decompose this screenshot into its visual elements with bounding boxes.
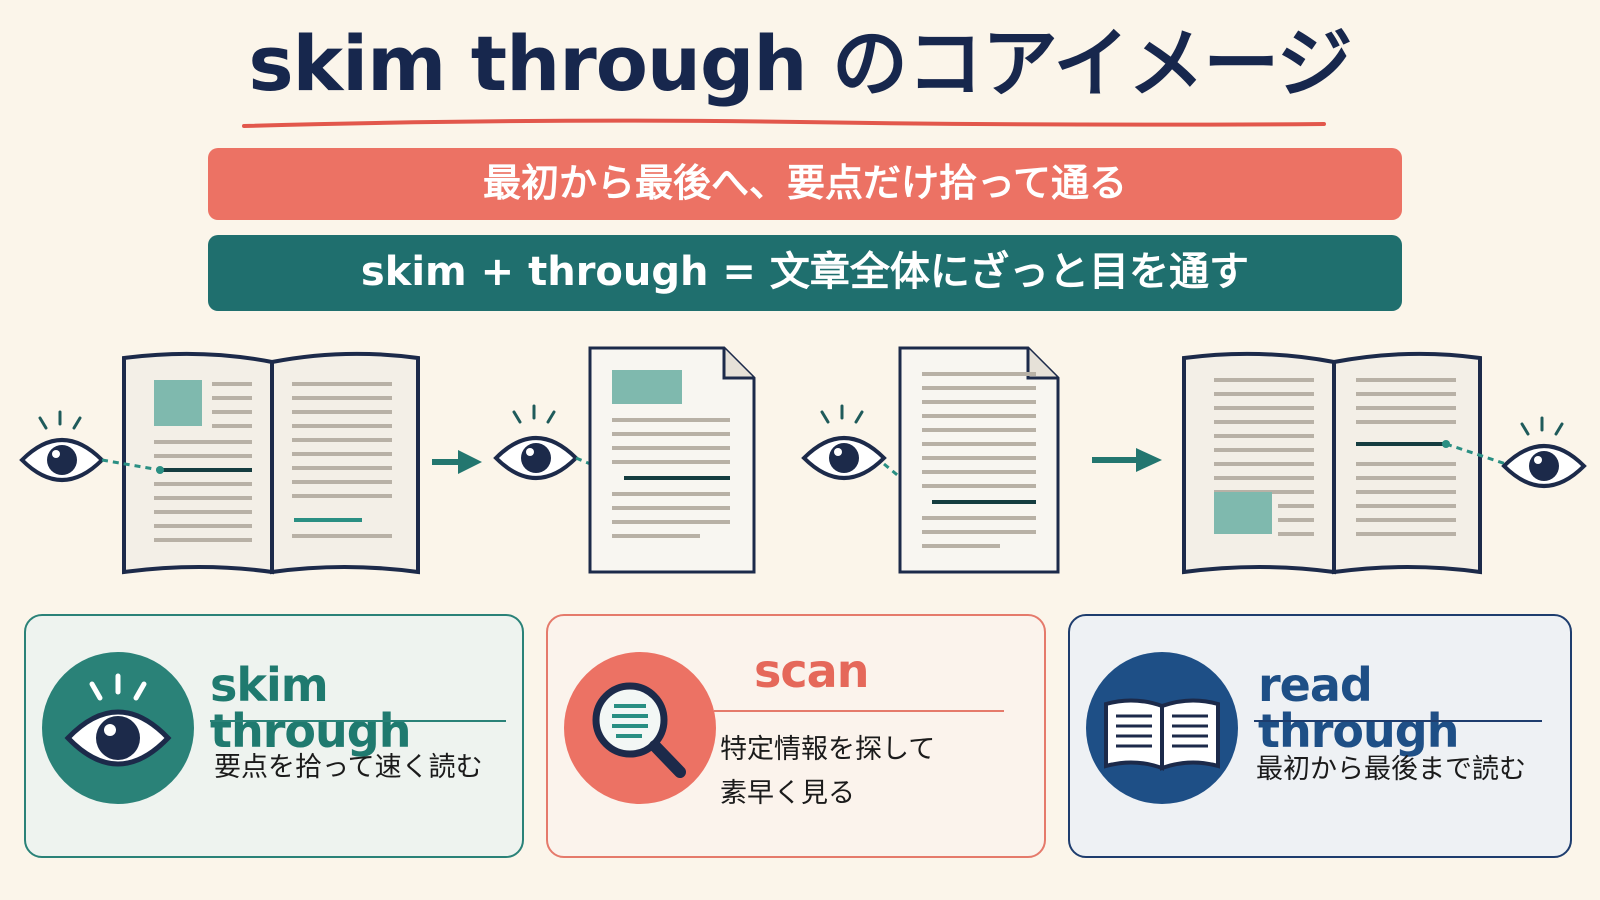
skim-illustration — [19, 346, 1587, 575]
document-icon — [588, 346, 756, 574]
card-divider — [714, 710, 1004, 712]
card-title: skim through — [210, 658, 411, 758]
card-description: 最初から最後まで読む — [1256, 754, 1526, 785]
arrow-right-icon — [1092, 448, 1162, 472]
arrow-right-icon — [432, 450, 482, 474]
card-scan: scan 特定情報を探して 素早く見る — [546, 614, 1046, 858]
eye-icon — [19, 410, 105, 482]
card-divider — [210, 720, 506, 722]
eye-icon — [493, 404, 579, 480]
banner-formula: skim + through = 文章全体にざっと目を通す — [208, 235, 1402, 311]
title-underline — [242, 118, 1326, 128]
document-icon — [898, 346, 1060, 574]
card-title: scan — [754, 644, 869, 698]
open-book-icon — [122, 351, 420, 575]
card-title: read through — [1258, 658, 1459, 758]
card-description-line-1: 特定情報を探して — [720, 734, 936, 765]
eye-icon — [42, 652, 194, 804]
eye-icon — [801, 404, 887, 480]
card-skim-through: skim through 要点を拾って速く読む — [24, 614, 524, 858]
open-book-icon — [1182, 351, 1482, 575]
banner-core-meaning: 最初から最後へ、要点だけ拾って通る — [208, 148, 1402, 220]
card-description-line-2: 素早く見る — [720, 778, 855, 809]
eye-icon — [1501, 416, 1587, 488]
magnifier-icon — [564, 652, 716, 804]
card-description: 要点を拾って速く読む — [214, 752, 483, 783]
card-read-through: read through 最初から最後まで読む — [1068, 614, 1572, 858]
open-book-icon — [1086, 652, 1238, 804]
card-divider — [1254, 720, 1542, 722]
page-title: skim through のコアイメージ — [248, 19, 1352, 108]
